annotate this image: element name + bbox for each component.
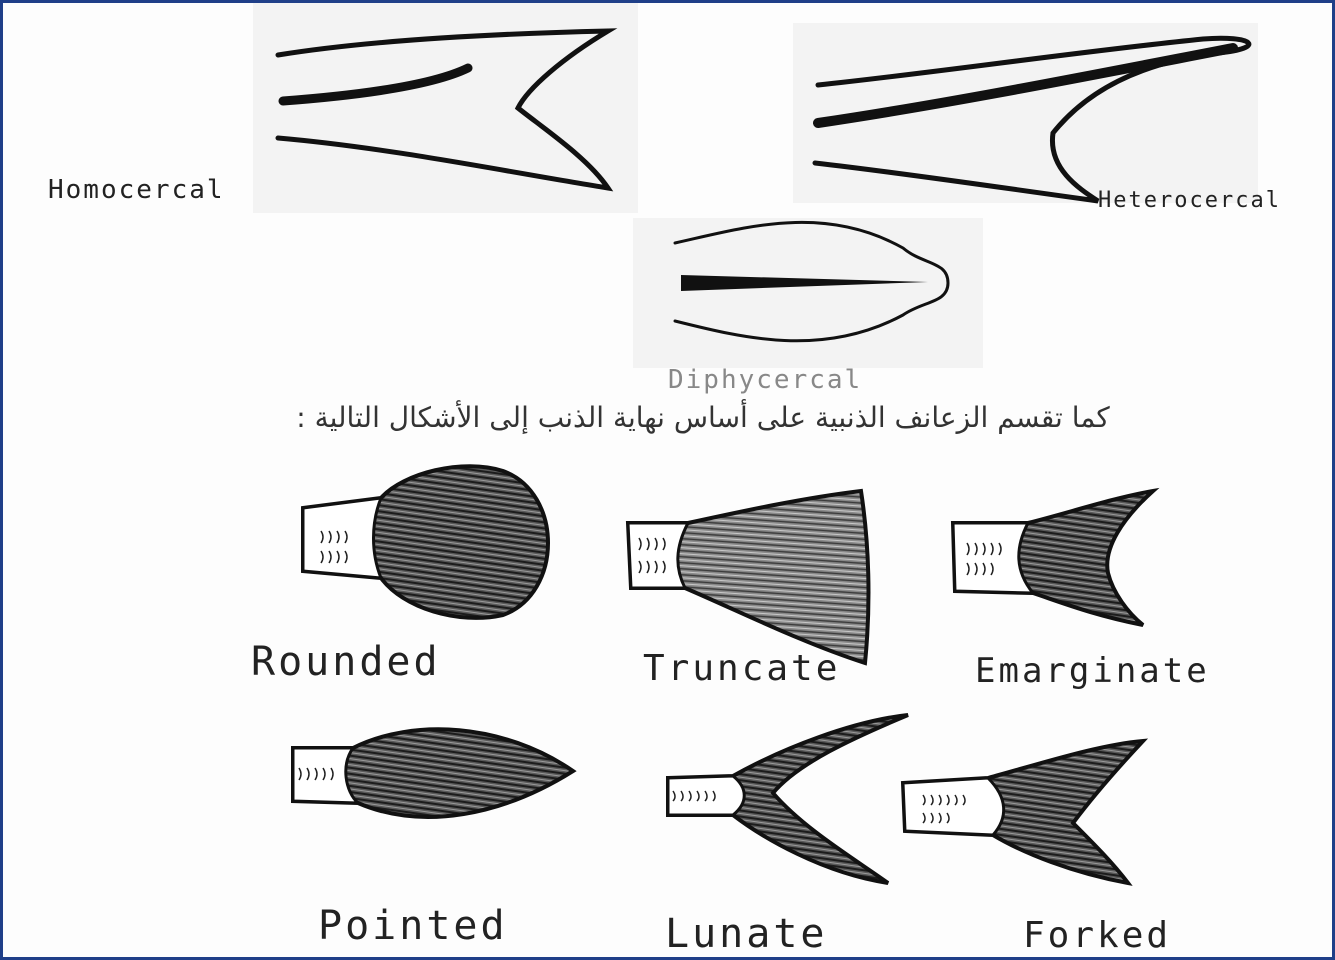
label-homocercal: Homocercal	[48, 175, 225, 205]
rounded-tail	[303, 466, 548, 618]
label-forked: Forked	[1023, 915, 1171, 956]
forked-tail	[903, 741, 1143, 883]
arabic-caption: كما تقسم الزعانف الذنبية على أساس نهاية …	[143, 401, 1263, 434]
pointed-tail	[293, 729, 573, 817]
label-emarginate: Emarginate	[975, 651, 1210, 691]
fin-diagram	[3, 3, 1335, 960]
heterocercal-tail	[815, 38, 1249, 201]
label-lunate: Lunate	[665, 911, 828, 957]
homocercal-tail	[278, 31, 608, 188]
label-heterocercal: Heterocercal	[1098, 188, 1281, 213]
diphycercal-tail	[675, 222, 948, 340]
label-pointed: Pointed	[318, 903, 508, 949]
label-diphycercal: Diphycercal	[668, 365, 862, 395]
emarginate-tail	[953, 491, 1153, 625]
label-rounded: Rounded	[251, 639, 441, 685]
label-truncate: Truncate	[643, 648, 840, 689]
lunate-tail	[668, 715, 908, 883]
truncate-tail	[628, 491, 868, 663]
